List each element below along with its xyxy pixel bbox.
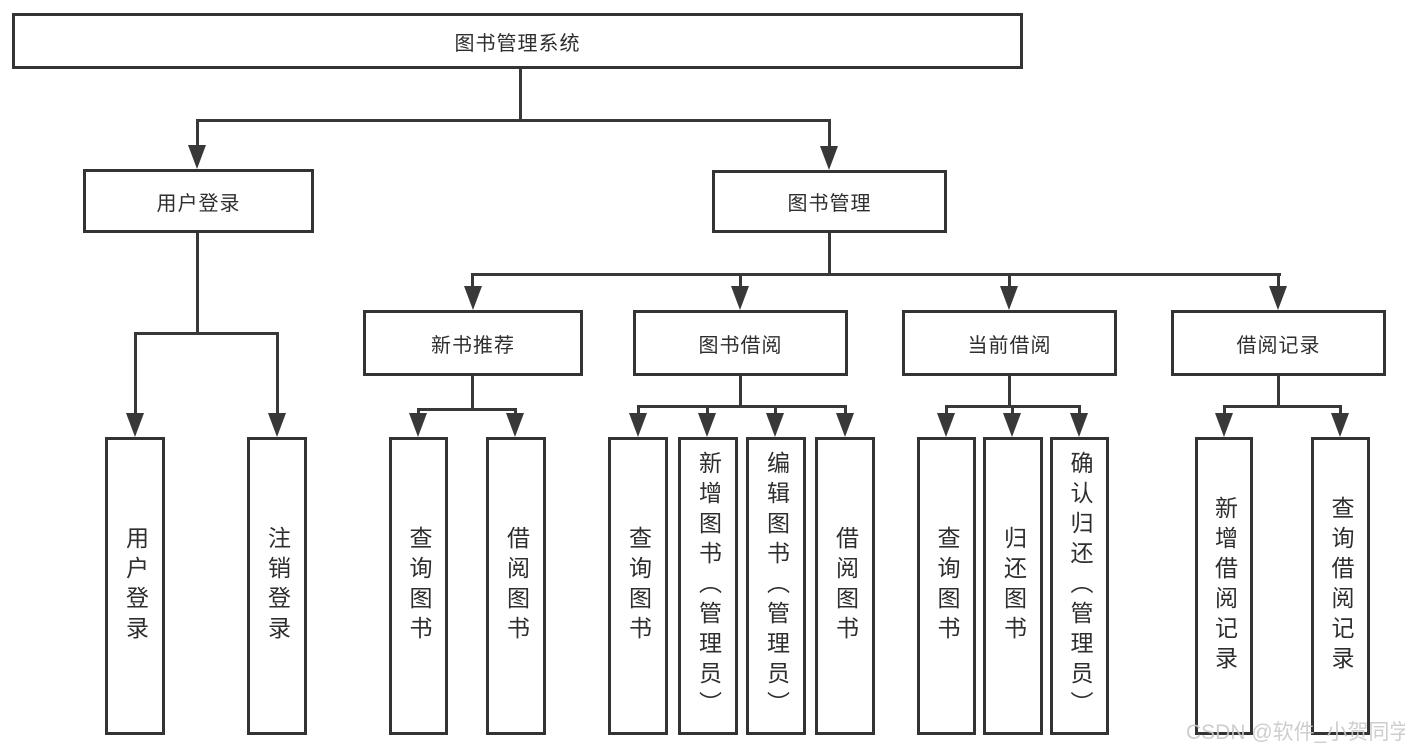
leaf-edit-book-admin-label: 编辑图书（管理员） bbox=[763, 451, 790, 721]
connector-line bbox=[134, 332, 137, 416]
connector-line bbox=[706, 405, 709, 417]
node-root: 图书管理系统 bbox=[12, 13, 1023, 69]
connector-line bbox=[1011, 405, 1014, 417]
node-borrow-records-label: 借阅记录 bbox=[1236, 334, 1321, 357]
connector-line bbox=[1078, 405, 1081, 417]
arrow-down-icon bbox=[126, 413, 144, 437]
connector-line bbox=[739, 273, 742, 290]
leaf-add-borrow-record-label: 新增借阅记录 bbox=[1211, 496, 1238, 676]
connector-line bbox=[471, 376, 474, 411]
leaf-return-book: 归还图书 bbox=[983, 437, 1043, 735]
connector-line bbox=[1008, 376, 1011, 408]
connector-line bbox=[472, 273, 1281, 276]
arrow-down-icon bbox=[629, 413, 647, 437]
connector-line bbox=[828, 119, 831, 147]
arrow-down-icon bbox=[937, 413, 955, 437]
connector-line bbox=[828, 233, 831, 276]
arrow-down-icon bbox=[1003, 413, 1021, 437]
connector-line bbox=[945, 405, 948, 417]
arrow-down-icon bbox=[836, 413, 854, 437]
arrow-down-icon bbox=[1000, 286, 1018, 310]
node-book-management-label: 图书管理 bbox=[787, 193, 872, 215]
leaf-edit-book-admin: 编辑图书（管理员） bbox=[746, 437, 806, 735]
connector-line bbox=[471, 273, 474, 290]
leaf-query-books-1-label: 查询图书 bbox=[406, 526, 432, 646]
leaf-query-borrow-record-label: 查询借阅记录 bbox=[1328, 496, 1354, 676]
leaf-query-books-2: 查询图书 bbox=[608, 437, 668, 735]
connector-line bbox=[1277, 273, 1280, 290]
arrow-down-icon bbox=[506, 413, 524, 437]
leaf-logout: 注销登录 bbox=[247, 437, 307, 735]
connector-line bbox=[739, 376, 742, 408]
csdn-watermark: CSDN @软件_小贺同学 bbox=[1186, 721, 1405, 744]
arrow-down-icon bbox=[1331, 413, 1349, 437]
connector-line bbox=[1277, 376, 1280, 408]
leaf-user-login: 用户登录 bbox=[105, 437, 165, 735]
connector-line bbox=[1008, 273, 1011, 290]
leaf-return-book-label: 归还图书 bbox=[1000, 526, 1027, 646]
leaf-query-books-1: 查询图书 bbox=[389, 437, 448, 735]
arrow-down-icon bbox=[1215, 413, 1233, 437]
leaf-borrow-books-1-label: 借阅图书 bbox=[503, 526, 530, 646]
connector-line bbox=[134, 332, 279, 335]
node-book-borrow-label: 图书借阅 bbox=[698, 334, 783, 357]
leaf-borrow-books-2-label: 借阅图书 bbox=[832, 526, 859, 646]
leaf-query-books-3: 查询图书 bbox=[917, 437, 976, 735]
connector-line bbox=[196, 119, 199, 147]
arrow-down-icon bbox=[820, 146, 838, 170]
leaf-query-borrow-record: 查询借阅记录 bbox=[1311, 437, 1370, 735]
leaf-borrow-books-1: 借阅图书 bbox=[486, 437, 546, 735]
arrow-down-icon bbox=[268, 413, 286, 437]
node-current-borrow-label: 当前借阅 bbox=[967, 334, 1052, 357]
leaf-add-book-admin-label: 新增图书（管理员） bbox=[695, 451, 722, 721]
connector-line bbox=[1223, 405, 1341, 408]
leaf-borrow-books-2: 借阅图书 bbox=[815, 437, 875, 735]
node-new-book-recommend-label: 新书推荐 bbox=[431, 334, 515, 357]
arrow-down-icon bbox=[464, 286, 482, 310]
arrow-down-icon bbox=[698, 413, 716, 437]
connector-line bbox=[844, 405, 847, 417]
node-new-book-recommend: 新书推荐 bbox=[363, 310, 583, 376]
node-user-login-label: 用户登录 bbox=[156, 192, 241, 215]
node-user-login: 用户登录 bbox=[83, 169, 314, 233]
node-current-borrow: 当前借阅 bbox=[902, 310, 1117, 376]
node-book-management: 图书管理 bbox=[712, 170, 947, 233]
arrow-down-icon bbox=[731, 286, 749, 310]
leaf-add-borrow-record: 新增借阅记录 bbox=[1195, 437, 1253, 735]
arrow-down-icon bbox=[1070, 413, 1088, 437]
connector-line bbox=[417, 408, 517, 411]
connector-line bbox=[774, 405, 777, 417]
arrow-down-icon bbox=[766, 413, 784, 437]
leaf-confirm-return-admin-label: 确认归还（管理员） bbox=[1067, 451, 1093, 721]
leaf-confirm-return-admin: 确认归还（管理员） bbox=[1050, 437, 1109, 735]
connector-line bbox=[1223, 405, 1226, 417]
arrow-down-icon bbox=[188, 145, 206, 169]
connector-line bbox=[276, 332, 279, 416]
node-book-borrow: 图书借阅 bbox=[633, 310, 848, 376]
node-root-label: 图书管理系统 bbox=[454, 32, 581, 55]
arrow-down-icon bbox=[409, 413, 427, 437]
leaf-query-books-2-label: 查询图书 bbox=[625, 526, 652, 646]
leaf-logout-label: 注销登录 bbox=[264, 526, 291, 646]
connector-line bbox=[196, 233, 199, 335]
connector-line bbox=[196, 119, 831, 122]
connector-line bbox=[637, 405, 640, 417]
connector-line bbox=[1339, 405, 1342, 417]
arrow-down-icon bbox=[1269, 286, 1287, 310]
leaf-add-book-admin: 新增图书（管理员） bbox=[678, 437, 738, 735]
connector-line bbox=[637, 405, 847, 408]
connector-line bbox=[519, 69, 522, 122]
leaf-user-login-label: 用户登录 bbox=[122, 526, 149, 646]
leaf-query-books-3-label: 查询图书 bbox=[934, 526, 960, 646]
node-borrow-records: 借阅记录 bbox=[1171, 310, 1386, 376]
